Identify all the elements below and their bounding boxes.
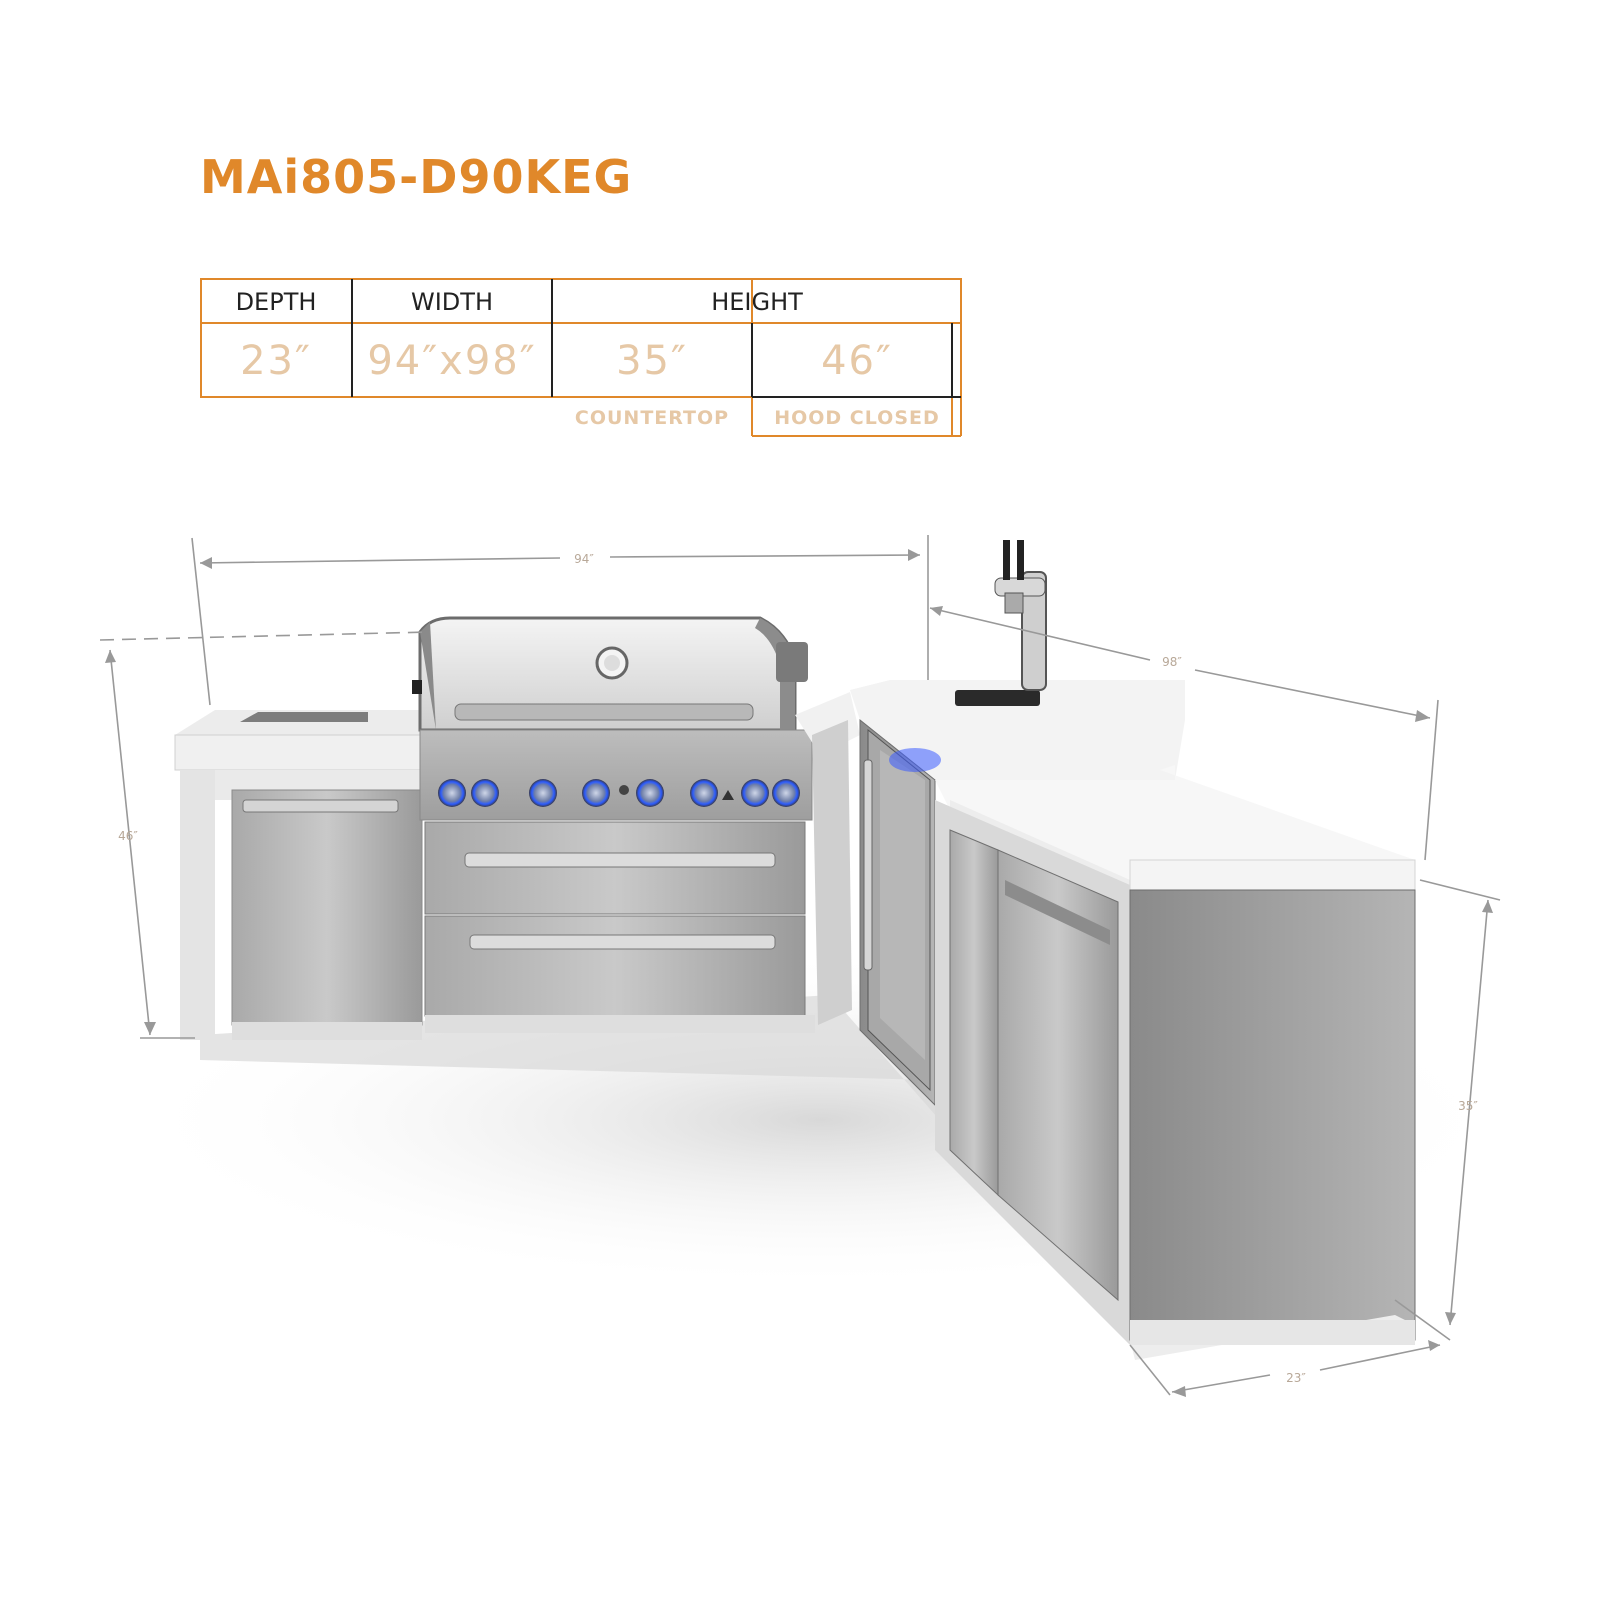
countertop-label: COUNTERTOP xyxy=(574,407,730,429)
dimension-lines xyxy=(99,535,1501,1396)
height-hood-value: 46″ xyxy=(821,338,893,384)
corner-cabinet xyxy=(795,692,860,1025)
depth-value: 23″ xyxy=(240,338,312,384)
grill xyxy=(412,616,815,1033)
dim-46-label: 46″ xyxy=(118,829,138,843)
width-value: 94″x98″ xyxy=(367,338,537,384)
keg-cabinet xyxy=(850,540,1185,1107)
dimension-arrows xyxy=(105,549,1493,1397)
hood-closed-label: HOOD CLOSED xyxy=(774,407,940,429)
dim-98-label: 98″ xyxy=(1162,655,1182,669)
grill-knobs xyxy=(438,779,800,807)
product-title: MAi805-D90KEG xyxy=(200,150,633,204)
dim-35-label: 35″ xyxy=(1458,1099,1478,1113)
height-header: HEIGHT xyxy=(711,288,803,316)
right-cabinet xyxy=(935,765,1416,1360)
spec-table-grid xyxy=(200,278,962,437)
dim-94-label: 94″ xyxy=(574,552,594,566)
height-countertop-value: 35″ xyxy=(616,338,688,384)
beer-tap-tower xyxy=(955,540,1047,706)
left-cabinet xyxy=(174,710,423,1040)
dim-23-label: 23″ xyxy=(1286,1371,1306,1385)
width-header: WIDTH xyxy=(411,288,493,316)
depth-header: DEPTH xyxy=(235,288,317,316)
